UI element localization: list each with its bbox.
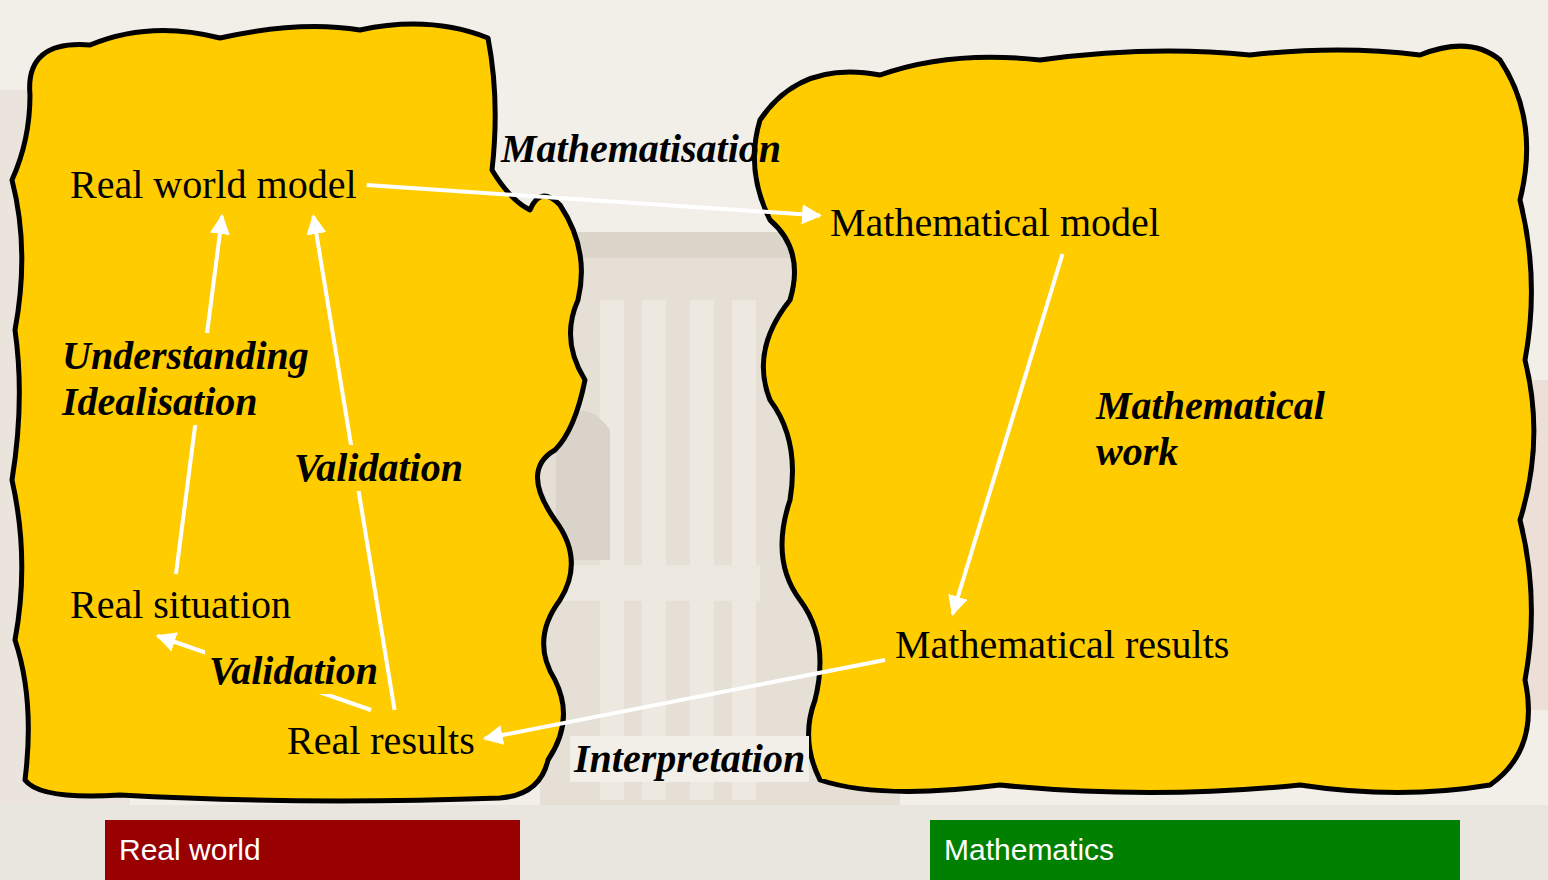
edge-label: Mathematisation	[497, 126, 785, 172]
column	[690, 300, 714, 800]
model-stage: Real world model	[66, 160, 361, 210]
model-stage: Mathematical results	[891, 620, 1233, 670]
region-name: Real world	[119, 833, 261, 867]
region-band: Real world	[105, 820, 520, 880]
region-name: Mathematics	[944, 833, 1114, 867]
edge-label: Interpretation	[570, 736, 809, 782]
stage-text: Mathematical results	[895, 622, 1229, 668]
model-stage: Real results	[283, 716, 479, 766]
model-stage: Real situation	[66, 580, 295, 630]
region-band: Mathematics	[930, 820, 1460, 880]
column	[732, 300, 756, 800]
blob-shape	[12, 24, 585, 801]
edge-label: Mathematical work	[1092, 383, 1329, 475]
edge-label: Validation	[290, 445, 467, 491]
pavement	[0, 805, 1548, 880]
model-stage: Mathematical model	[826, 198, 1164, 248]
column	[642, 300, 666, 800]
stage-text: Mathematical model	[830, 200, 1160, 246]
balustrade	[560, 565, 760, 601]
stage-text: Real situation	[70, 582, 291, 628]
blob-shape	[754, 46, 1534, 792]
stage-text: Real world model	[70, 162, 357, 208]
edge-label: Validation	[205, 648, 382, 694]
edge-label: Understanding Idealisation	[58, 333, 313, 425]
stage-text: Real results	[287, 718, 475, 764]
